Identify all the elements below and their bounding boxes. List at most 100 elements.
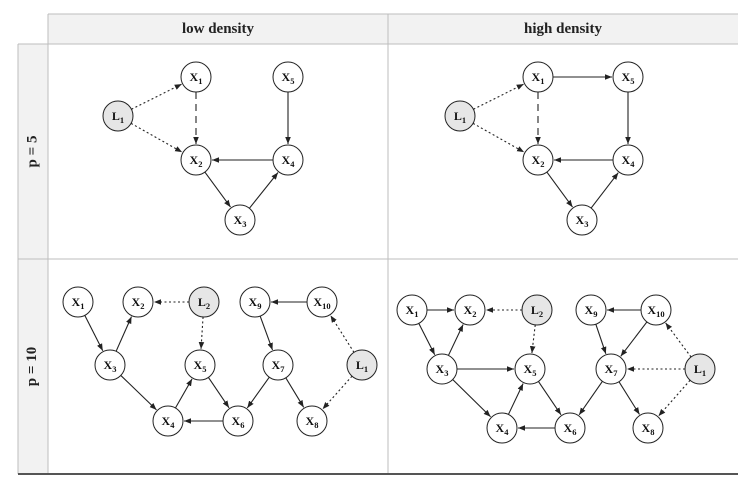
node-x9: X9 bbox=[239, 286, 271, 318]
node-x3: X3 bbox=[566, 204, 598, 236]
edge-l1-x1 bbox=[473, 83, 524, 110]
node-circle bbox=[684, 353, 716, 385]
node-x10: X10 bbox=[640, 294, 672, 326]
edge-x2-x3 bbox=[204, 171, 231, 208]
node-x3: X3 bbox=[94, 349, 126, 381]
edge-l1-x10 bbox=[330, 315, 355, 353]
node-circle bbox=[102, 100, 134, 132]
node-x5: X5 bbox=[184, 349, 216, 381]
node-label: X1 bbox=[72, 295, 85, 311]
node-x7: X7 bbox=[595, 353, 627, 385]
node-label: X1 bbox=[406, 303, 419, 319]
node-label: L2 bbox=[531, 303, 543, 319]
node-circle bbox=[272, 144, 304, 176]
node-x8: X8 bbox=[632, 412, 664, 444]
node-x2: X2 bbox=[180, 144, 212, 176]
edge-x2-x3 bbox=[546, 171, 573, 208]
edge-x3-x4 bbox=[120, 375, 157, 411]
node-label: X2 bbox=[132, 295, 145, 311]
node-label: X3 bbox=[576, 213, 589, 229]
node-l1: L1 bbox=[444, 100, 476, 132]
edge-x7-x6 bbox=[578, 381, 603, 416]
node-circle bbox=[522, 61, 554, 93]
node-label: X10 bbox=[313, 295, 330, 311]
node-circle bbox=[566, 204, 598, 236]
node-circle bbox=[188, 286, 220, 318]
node-circle bbox=[426, 353, 458, 385]
node-x4: X4 bbox=[272, 144, 304, 176]
node-label: X1 bbox=[532, 70, 545, 86]
node-x5: X5 bbox=[272, 61, 304, 93]
node-circle bbox=[640, 294, 672, 326]
node-circle bbox=[554, 412, 586, 444]
node-x7: X7 bbox=[262, 349, 294, 381]
node-x1: X1 bbox=[62, 286, 94, 318]
edge-l2-x5 bbox=[198, 316, 205, 350]
node-circle bbox=[522, 144, 554, 176]
node-label: X2 bbox=[190, 153, 203, 169]
node-label: X5 bbox=[524, 362, 537, 378]
node-circle bbox=[612, 61, 644, 93]
node-label: L2 bbox=[198, 295, 210, 311]
edge-x7-x8 bbox=[285, 377, 305, 408]
edge-x4-x5 bbox=[507, 383, 524, 415]
node-circle bbox=[444, 100, 476, 132]
node-circle bbox=[180, 144, 212, 176]
node-label: X9 bbox=[249, 295, 262, 311]
edge-l1-x2 bbox=[130, 122, 183, 153]
node-label: X6 bbox=[564, 421, 577, 437]
node-circle bbox=[94, 349, 126, 381]
node-label: X9 bbox=[585, 303, 598, 319]
edge-x7-x8 bbox=[618, 381, 640, 415]
edge-l1-x8 bbox=[322, 375, 353, 410]
node-circle bbox=[521, 294, 553, 326]
node-label: X6 bbox=[232, 414, 245, 430]
node-label: X3 bbox=[104, 358, 117, 374]
node-label: X2 bbox=[464, 303, 477, 319]
node-circle bbox=[595, 353, 627, 385]
edge-x1-x3 bbox=[84, 315, 104, 351]
edge-x3-x4 bbox=[248, 172, 279, 209]
node-l2: L2 bbox=[188, 286, 220, 318]
node-l2: L2 bbox=[521, 294, 553, 326]
node-circle bbox=[222, 405, 254, 437]
node-x10: X10 bbox=[306, 286, 338, 318]
node-x4: X4 bbox=[486, 412, 518, 444]
node-x5: X5 bbox=[612, 61, 644, 93]
node-x9: X9 bbox=[575, 294, 607, 326]
node-label: L1 bbox=[694, 362, 706, 378]
node-circle bbox=[272, 61, 304, 93]
column-header-low-density: low density bbox=[181, 20, 255, 37]
node-label: X8 bbox=[642, 421, 655, 437]
node-l1: L1 bbox=[102, 100, 134, 132]
node-circle bbox=[224, 204, 256, 236]
node-circle bbox=[346, 349, 378, 381]
node-l1: L1 bbox=[346, 349, 378, 381]
node-x1: X1 bbox=[522, 61, 554, 93]
node-x4: X4 bbox=[612, 144, 644, 176]
node-circle bbox=[632, 412, 664, 444]
node-label: X4 bbox=[496, 421, 510, 437]
node-x1: X1 bbox=[396, 294, 428, 326]
node-x2: X2 bbox=[122, 286, 154, 318]
node-circle bbox=[262, 349, 294, 381]
edge-x3-x2 bbox=[447, 324, 464, 356]
node-x8: X8 bbox=[296, 405, 328, 437]
node-label: X1 bbox=[190, 70, 203, 86]
edge-x5-x6 bbox=[207, 377, 230, 409]
node-circle bbox=[122, 286, 154, 318]
node-x4: X4 bbox=[152, 405, 184, 437]
node-label: X2 bbox=[532, 153, 545, 169]
node-label: X8 bbox=[306, 414, 319, 430]
node-label: X4 bbox=[622, 153, 636, 169]
edge-l1-x10 bbox=[665, 322, 692, 358]
node-circle bbox=[296, 405, 328, 437]
node-circle bbox=[62, 286, 94, 318]
